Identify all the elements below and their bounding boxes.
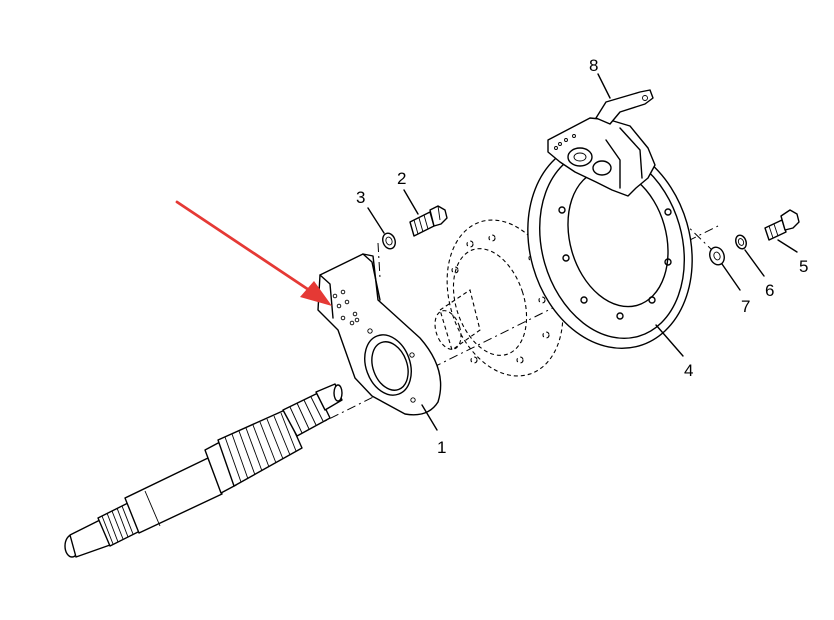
callout-2: 2 (397, 169, 406, 188)
part-2-bolt (409, 205, 448, 237)
callout-1: 1 (437, 438, 446, 457)
part-3-washer (382, 232, 396, 250)
part-6-lock-washer (735, 234, 747, 250)
callout-6: 6 (765, 281, 774, 300)
bolt-2-axis-line (377, 242, 381, 279)
callout-3: 3 (356, 188, 365, 207)
leader-lines (367, 73, 798, 431)
part-5-bolt (764, 209, 800, 241)
part-8-caliper (547, 89, 656, 197)
part-1-bracket (317, 253, 442, 416)
caliper-axis-line (639, 179, 713, 251)
callout-5: 5 (799, 257, 808, 276)
red-pointer-arrow (175, 200, 332, 306)
part-4-brake-disc (527, 140, 693, 350)
callout-8: 8 (589, 56, 598, 75)
callout-7: 7 (741, 297, 750, 316)
part-7-washer (709, 246, 725, 266)
shaft (64, 383, 343, 558)
callout-4: 4 (684, 361, 693, 380)
